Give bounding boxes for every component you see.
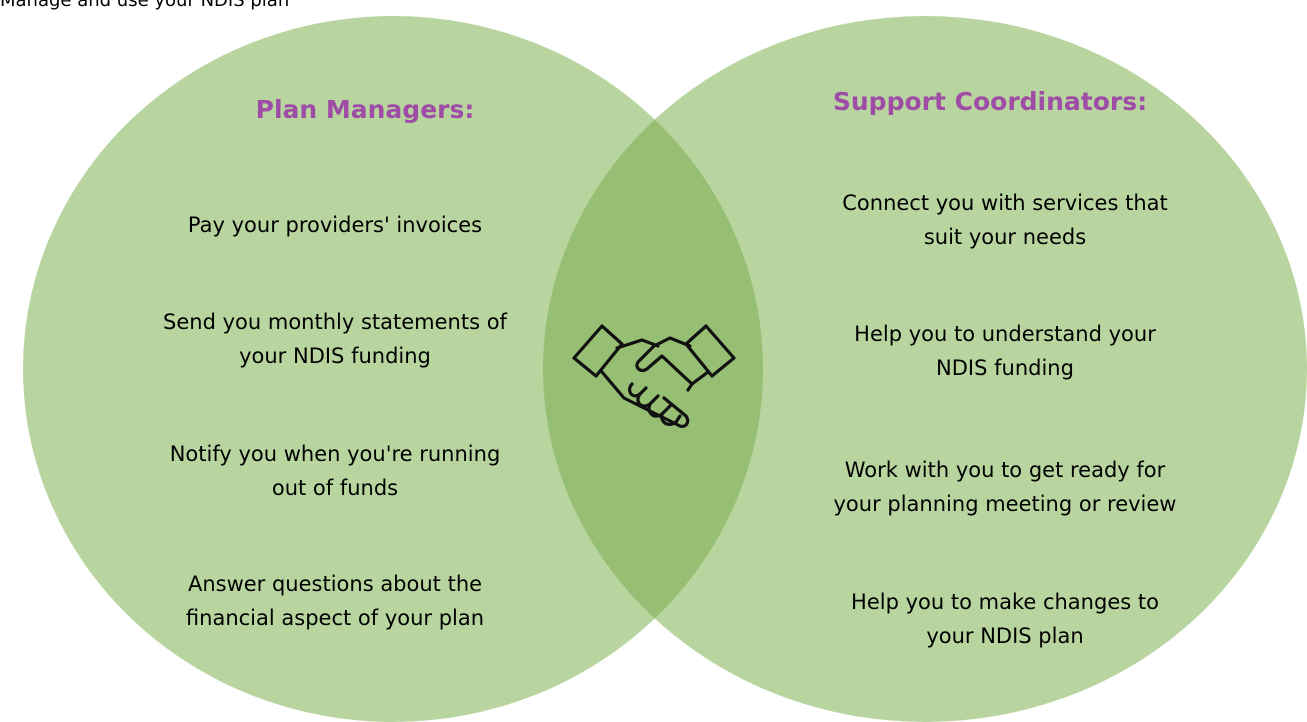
top-caption: Manage and use your NDIS plan <box>0 0 1307 10</box>
handshake-icon <box>572 324 736 428</box>
left-item-funds: Notify you when you're running out of fu… <box>169 442 501 500</box>
left-item-invoices: Pay your providers' invoices <box>187 213 483 237</box>
left-circle <box>23 16 763 722</box>
left-item-questions: Answer questions about the financial asp… <box>185 572 485 630</box>
left-item-statements: Send you monthly statements of your NDIS… <box>163 310 507 368</box>
plan-managers-heading: Plan Managers: <box>255 95 475 124</box>
right-item-connect: Connect you with services that suit your… <box>842 191 1168 249</box>
support-coordinators-heading: Support Coordinators: <box>832 87 1148 116</box>
right-item-changes: Help you to make changes to your NDIS pl… <box>851 590 1159 648</box>
right-item-understand: Help you to understand your NDIS funding <box>854 322 1156 380</box>
right-item-planning: Work with you to get ready for your plan… <box>833 458 1177 516</box>
right-circle <box>543 16 1307 722</box>
